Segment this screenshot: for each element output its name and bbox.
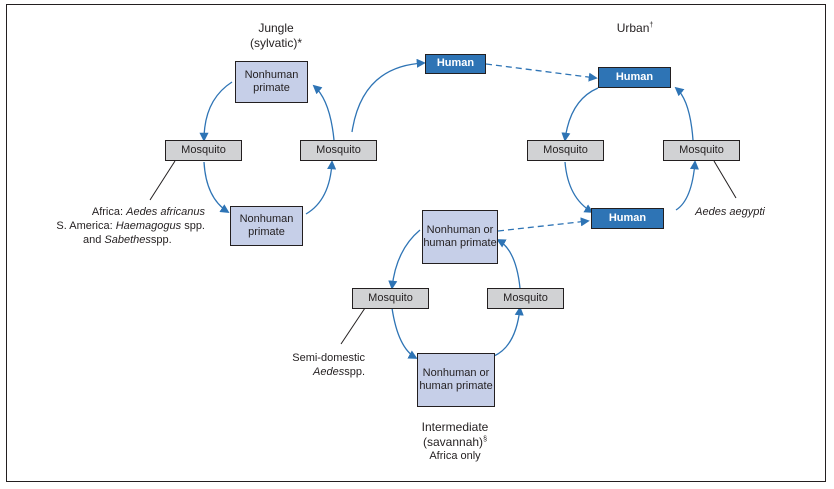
dashed-arrow-intermediate-to-urban-human bbox=[497, 217, 590, 232]
intermediate-vector-note: Semi-domestic Aedesspp. bbox=[270, 352, 365, 380]
urban-human-bottom-label: Human bbox=[608, 211, 647, 224]
intermediate-primate-bottom: Nonhuman or human primate bbox=[417, 353, 495, 407]
intermediate-vector-species-line: Aedesspp. bbox=[270, 366, 365, 380]
arrow-jungle-primate-to-mosquito-left bbox=[199, 81, 233, 142]
jungle-vector-sa-2: and Sabethesspp. bbox=[55, 234, 205, 248]
sa-spp2: spp. bbox=[150, 233, 172, 246]
arrow-intermediate-primate-to-mosquito-right bbox=[493, 306, 524, 357]
urban-human-top: Human bbox=[598, 67, 671, 88]
sa-species2: Sabethes bbox=[104, 233, 151, 246]
arrow-urban-mosquito-right-to-human bbox=[674, 86, 694, 141]
intermediate-cycle-title: Intermediate (savannah)§ Africa only bbox=[405, 420, 505, 464]
arrow-intermediate-primate-to-mosquito-left bbox=[388, 229, 421, 290]
jungle-primate-bottom: Nonhuman primate bbox=[230, 206, 303, 246]
sa-and: and bbox=[83, 233, 105, 246]
urban-human-top-label: Human bbox=[615, 70, 654, 83]
intermediate-primate-top-label: Nonhuman or human primate bbox=[423, 223, 497, 249]
bridge-human: Human bbox=[425, 54, 486, 74]
arrow-jungle-mosquito-left-to-primate bbox=[203, 161, 230, 213]
intermediate-vector-spp: spp. bbox=[344, 365, 365, 378]
intermediate-mosquito-left: Mosquito bbox=[352, 288, 429, 309]
arrow-intermediate-mosquito-right-to-primate bbox=[496, 239, 521, 289]
intermediate-note: Africa only bbox=[429, 450, 481, 462]
urban-cycle-title: Urban† bbox=[600, 21, 670, 36]
jungle-subtitle-text: (sylvatic) bbox=[249, 36, 298, 50]
jungle-subtitle-mark: * bbox=[297, 36, 302, 50]
intermediate-subtitle-text: (savannah) bbox=[423, 435, 484, 449]
jungle-subtitle: (sylvatic)* bbox=[236, 36, 316, 51]
jungle-title-text: Jungle bbox=[258, 21, 294, 35]
intermediate-vector-species: Aedes bbox=[313, 365, 345, 378]
intermediate-primate-bottom-label: Nonhuman or human primate bbox=[419, 366, 493, 392]
arrow-jungle-mosquito-right-to-primate bbox=[312, 84, 335, 141]
sa-spp1: spp. bbox=[181, 219, 205, 232]
intermediate-subtitle: (savannah)§ bbox=[405, 435, 505, 450]
sa-prefix: S. America: bbox=[56, 219, 116, 232]
arrow-urban-mosquito-left-to-human bbox=[564, 161, 594, 213]
jungle-primate-top: Nonhuman primate bbox=[235, 61, 308, 103]
bridge-human-label: Human bbox=[436, 57, 475, 70]
urban-human-bottom: Human bbox=[591, 208, 664, 229]
arrow-intermediate-mosquito-left-to-primate bbox=[391, 307, 418, 359]
jungle-vector-sa: S. America: Haemagogus spp. bbox=[45, 220, 205, 234]
urban-vector-note: Aedes aegypti bbox=[690, 206, 770, 220]
arrow-urban-human-to-mosquito-left bbox=[561, 87, 599, 142]
urban-mosquito-right: Mosquito bbox=[663, 140, 740, 161]
urban-title-mark: † bbox=[649, 22, 654, 29]
intermediate-primate-top: Nonhuman or human primate bbox=[422, 210, 498, 264]
intermediate-mosquito-right: Mosquito bbox=[487, 288, 564, 309]
arrow-jungle-primate-to-mosquito-right bbox=[305, 160, 337, 215]
leader-line-urban-vector bbox=[713, 160, 737, 199]
dashed-arrow-human-to-urban-human bbox=[485, 63, 598, 82]
jungle-mosquito-right-label: Mosquito bbox=[316, 143, 361, 156]
intermediate-subtitle-mark: § bbox=[483, 436, 487, 443]
jungle-vector-africa: Africa: Aedes africanus bbox=[55, 206, 205, 220]
jungle-primate-top-label: Nonhuman primate bbox=[244, 68, 299, 94]
jungle-mosquito-left-label: Mosquito bbox=[181, 143, 226, 156]
africa-prefix: Africa: bbox=[91, 206, 127, 218]
intermediate-mosquito-right-label: Mosquito bbox=[503, 291, 548, 304]
jungle-cycle-title: Jungle (sylvatic)* bbox=[236, 21, 316, 51]
jungle-mosquito-left: Mosquito bbox=[165, 140, 242, 161]
urban-mosquito-left-label: Mosquito bbox=[543, 143, 588, 156]
intermediate-vector-prefix: Semi-domestic bbox=[292, 352, 365, 364]
intermediate-mosquito-left-label: Mosquito bbox=[368, 291, 413, 304]
urban-title-text: Urban bbox=[616, 21, 650, 35]
jungle-primate-bottom-label: Nonhuman primate bbox=[239, 212, 294, 238]
leader-line-jungle-vector bbox=[149, 160, 176, 201]
leader-line-intermediate-vector bbox=[340, 307, 366, 345]
urban-vector-species: Aedes aegypti bbox=[695, 206, 765, 218]
sa-species1: Haemagogus bbox=[115, 219, 182, 232]
diagram-frame bbox=[6, 4, 826, 482]
urban-mosquito-left: Mosquito bbox=[527, 140, 604, 161]
arrow-jungle-to-human bbox=[351, 58, 426, 133]
africa-species: Aedes africanus bbox=[126, 206, 205, 218]
jungle-vector-note: Africa: Aedes africanus S. America: Haem… bbox=[55, 206, 205, 247]
jungle-mosquito-right: Mosquito bbox=[300, 140, 377, 161]
urban-mosquito-right-label: Mosquito bbox=[679, 143, 724, 156]
intermediate-title-text: Intermediate bbox=[421, 420, 489, 434]
arrow-urban-human-to-mosquito-right bbox=[675, 160, 699, 211]
